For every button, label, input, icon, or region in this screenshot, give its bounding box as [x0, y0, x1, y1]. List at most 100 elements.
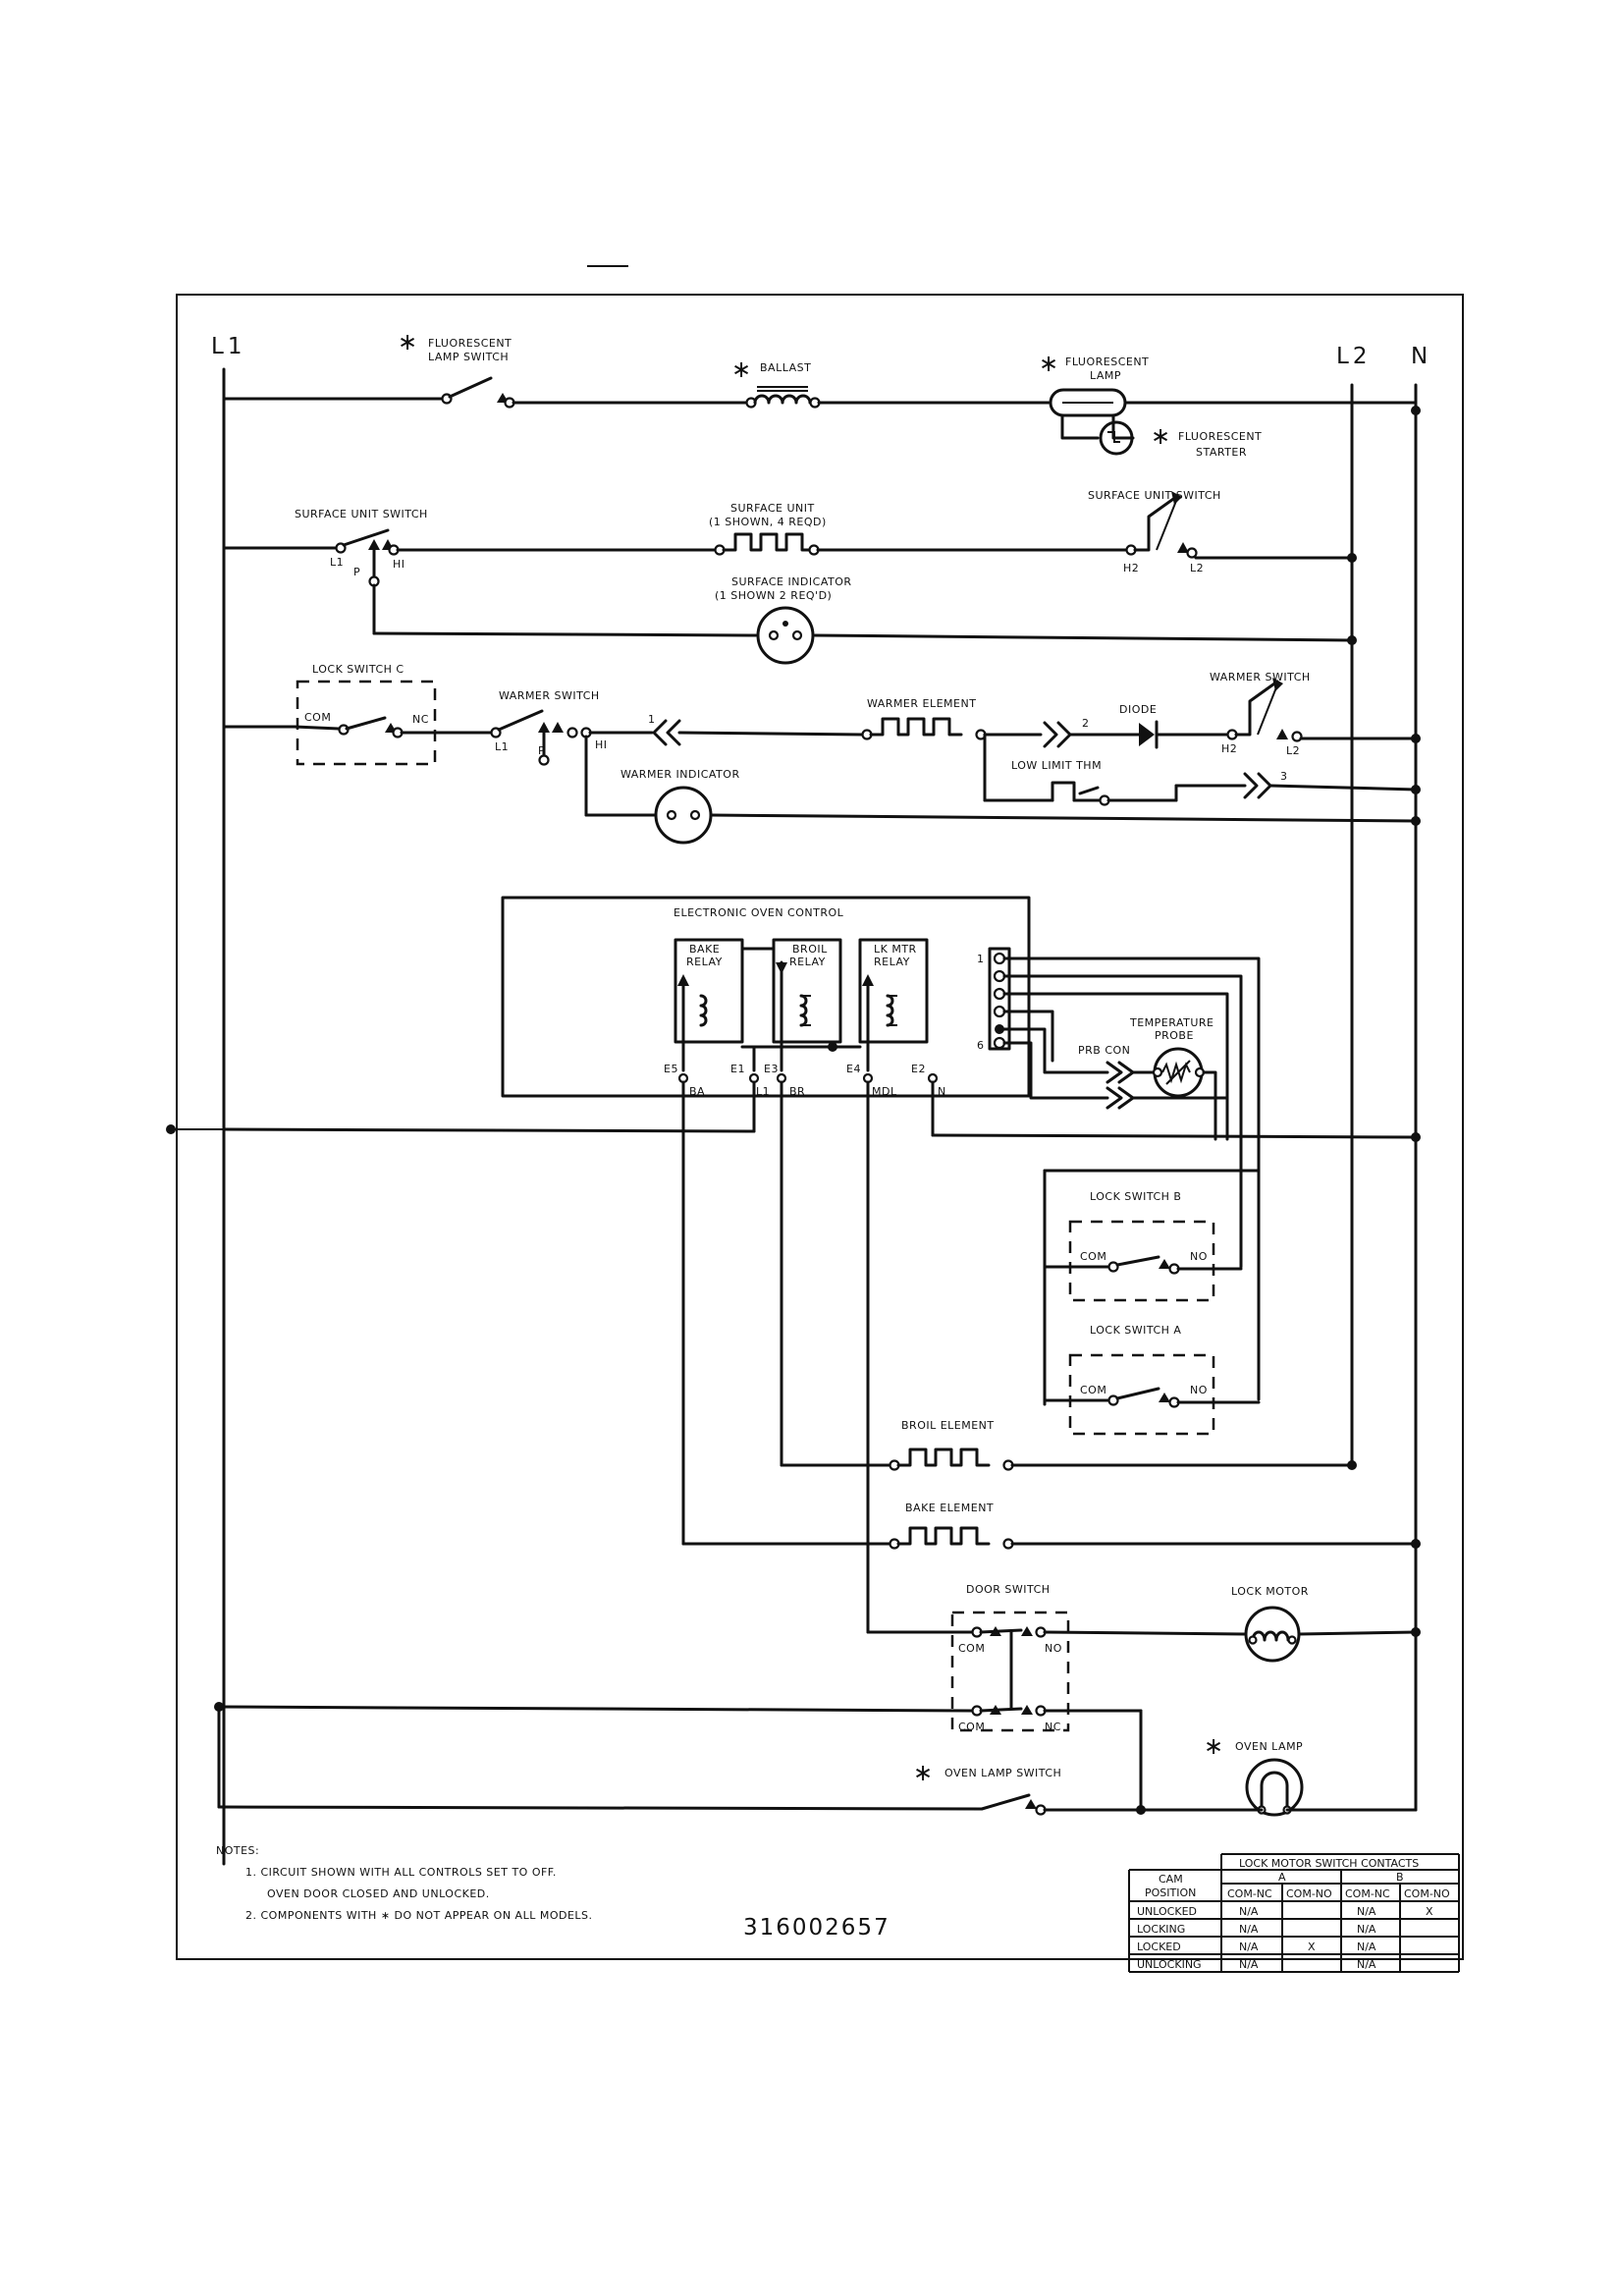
terminal-ba-label: BA — [689, 1085, 705, 1098]
broil-element — [896, 1448, 991, 1467]
warmer-element-label: WARMER ELEMENT — [867, 697, 976, 710]
oven-control-wiring — [166, 1080, 1421, 1634]
table-title: LOCK MOTOR SWITCH CONTACTS — [1239, 1857, 1419, 1870]
contact-arrow — [538, 722, 550, 733]
terminal-no-label: NO — [1190, 1250, 1208, 1263]
lock-switch-a-housing — [1068, 1353, 1215, 1436]
probe-connector — [1106, 1061, 1135, 1084]
broil-relay-label-2: RELAY — [789, 956, 826, 968]
terminal-l1-label: L1 — [330, 556, 344, 569]
fluorescent-starter-label-2: STARTER — [1196, 446, 1247, 459]
fluorescent-starter-symbol — [1099, 420, 1134, 456]
terminal-hi-label: HI — [393, 558, 405, 571]
terminal-h2-label: H2 — [1123, 562, 1139, 574]
switch-blade — [979, 1628, 1023, 1634]
table-row-position: UNLOCKED — [1137, 1905, 1197, 1918]
temperature-probe-label-1: TEMPERATURE — [1129, 1016, 1214, 1029]
rail-l1-label: L1 — [211, 334, 245, 359]
contact-arrow — [1159, 1393, 1170, 1402]
lk-mtr-relay-label-1: LK MTR — [874, 943, 917, 956]
starter-contact — [1107, 431, 1120, 443]
bake-relay-label-2: RELAY — [686, 956, 723, 968]
contact-arrow — [368, 539, 380, 550]
warmer-switch-contact — [1234, 680, 1279, 737]
switch-blade — [979, 1707, 1023, 1713]
lock-motor-contacts-table: LOCK MOTOR SWITCH CONTACTS CAM POSITION … — [1128, 1853, 1460, 1973]
wire — [372, 631, 758, 637]
wire — [677, 731, 864, 737]
probe-variable-arrow — [1165, 1060, 1191, 1085]
indicator-electrode — [791, 629, 803, 641]
ballast-coil — [753, 394, 812, 405]
terminal-com-label: COM — [958, 1642, 985, 1655]
table-cell: N/A — [1357, 1958, 1376, 1971]
lock-motor-label: LOCK MOTOR — [1231, 1585, 1309, 1598]
oven-elements: BROIL ELEMENT BAKE ELEMENT — [681, 1419, 1421, 1550]
junction — [166, 1124, 176, 1134]
contact-arrow — [1177, 542, 1189, 553]
relay-coil — [799, 994, 808, 1027]
table-cell: N/A — [1239, 1941, 1259, 1953]
wire — [1043, 1630, 1247, 1636]
switch-blade — [980, 1793, 1031, 1811]
lock-switches: LOCK SWITCH B COM NO LOCK SWITCH A COM N… — [1043, 1169, 1261, 1436]
surface-unit-switch-right-label: SURFACE UNIT SWITCH — [1088, 489, 1221, 502]
terminal-l1-label: L1 — [495, 740, 509, 753]
surface-unit-label-2: (1 SHOWN, 4 REQD) — [709, 516, 827, 528]
terminal-e2-label: E2 — [911, 1063, 926, 1075]
warmer-circuit: LOCK SWITCH C COM NC WARMER SWITCH L1 P … — [222, 663, 1421, 845]
broil-element-label: BROIL ELEMENT — [901, 1419, 995, 1432]
terminal-com — [1107, 1394, 1119, 1406]
contact-arrow — [862, 974, 874, 986]
table-row-position: LOCKING — [1137, 1923, 1185, 1936]
terminal-h2-label: H2 — [1221, 742, 1237, 755]
thermostat-blade — [1078, 786, 1100, 795]
surface-unit-circuit: SURFACE UNIT SWITCH L1 P HI SURFACE UNIT… — [222, 489, 1357, 665]
asterisk-icon: ∗ — [1151, 422, 1170, 450]
terminal-l2-label: L2 — [1190, 562, 1204, 574]
probe-wire — [1002, 1027, 1109, 1074]
power-rails: L1 L2 N — [211, 334, 1431, 1866]
junction — [1411, 1539, 1421, 1549]
oven-lamp-symbol — [1245, 1758, 1304, 1817]
wire — [1002, 957, 1261, 1401]
junction — [1411, 406, 1421, 415]
wire-l1-to-control — [222, 1127, 756, 1133]
indicator-electrode — [666, 809, 677, 821]
terminal-no-label: NO — [1190, 1384, 1208, 1396]
rail-n-label: N — [1411, 344, 1431, 369]
wire — [1002, 992, 1229, 1141]
notes-title: NOTES: — [216, 1844, 259, 1857]
warmer-switch-left-label: WARMER SWITCH — [499, 689, 600, 702]
pin-1-label: 1 — [977, 953, 985, 965]
table-column-header: COM-NC — [1227, 1887, 1272, 1900]
junction — [1347, 553, 1357, 563]
rail-l2-label: L2 — [1336, 344, 1371, 369]
terminal-no-label: NO — [1045, 1642, 1062, 1655]
junction — [1411, 1132, 1421, 1142]
terminal-e3-label: E3 — [764, 1063, 779, 1075]
table-column-header: COM-NO — [1404, 1887, 1450, 1900]
temperature-probe-label-2: PROBE — [1155, 1029, 1194, 1042]
ballast-label: BALLAST — [760, 361, 811, 374]
table-row: LOCKED N/A X N/A — [1137, 1941, 1376, 1953]
wire-n — [931, 1133, 1418, 1139]
contact-arrow — [552, 722, 564, 733]
terminal-l2 — [1186, 547, 1198, 559]
wire — [1268, 784, 1418, 792]
wire — [709, 813, 1418, 823]
junction — [1411, 1627, 1421, 1637]
wire — [217, 1705, 974, 1713]
surface-unit-label-1: SURFACE UNIT — [730, 502, 815, 515]
table-group-a: A — [1278, 1871, 1286, 1884]
fluorescent-lamp-label-2: LAMP — [1090, 369, 1121, 382]
junction — [1347, 1460, 1357, 1470]
contact-arrow — [990, 1626, 1001, 1636]
connector-3 — [1243, 772, 1272, 799]
lock-switch-c-label: LOCK SWITCH C — [312, 663, 404, 676]
surface-unit-element — [722, 532, 816, 552]
wire — [1131, 1096, 1229, 1131]
table-row-header-1: CAM — [1159, 1873, 1183, 1886]
terminal-com-label: COM — [304, 711, 331, 724]
